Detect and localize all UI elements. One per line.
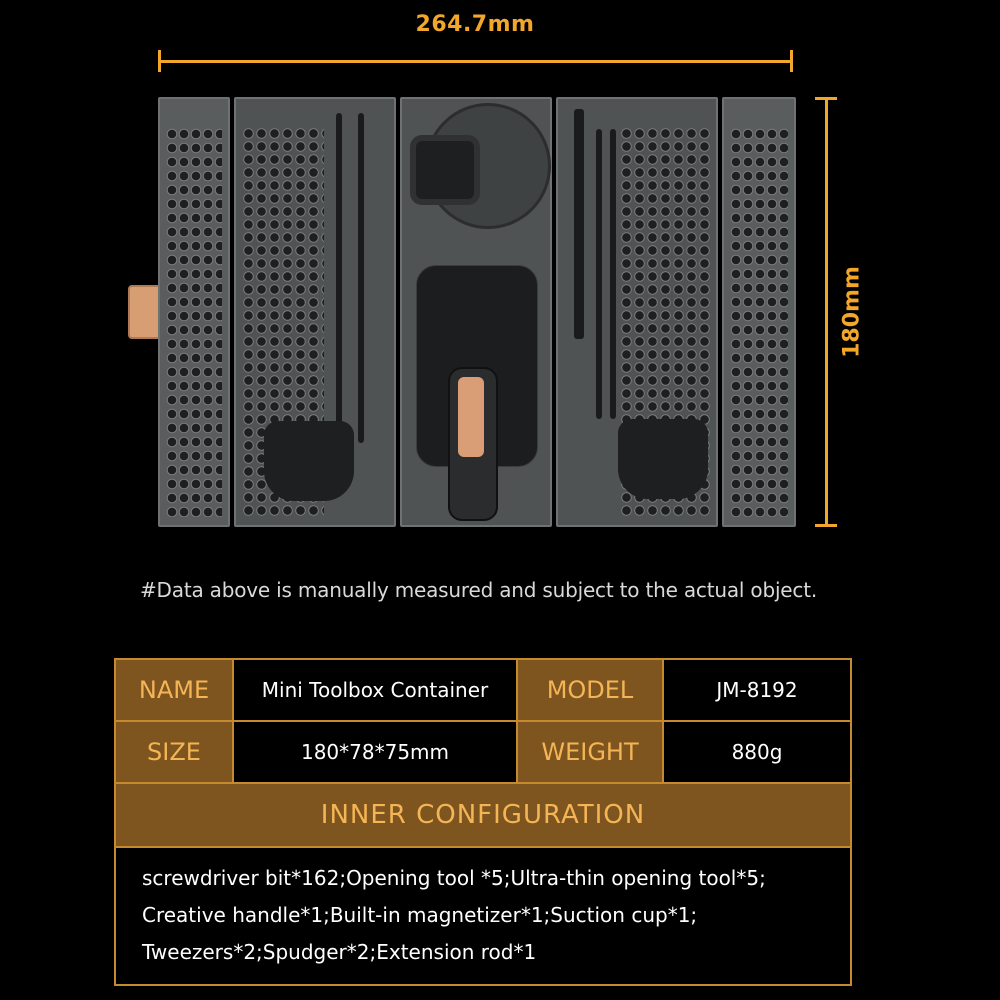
config-text: screwdriver bit*162;Opening tool *5;Ultr… [142, 860, 830, 971]
weight-value: 880g [664, 722, 850, 784]
name-value: Mini Toolbox Container [234, 660, 518, 722]
config-line: Tweezers*2;Spudger*2;Extension rod*1 [142, 940, 537, 964]
name-label: NAME [116, 660, 234, 722]
model-value: JM-8192 [664, 660, 850, 722]
width-dimension-cap-right [790, 50, 793, 72]
spec-row-size-weight: SIZE 180*78*75mm WEIGHT 880g [116, 722, 850, 784]
width-dimension-cap-left [158, 50, 161, 72]
config-line: Creative handle*1;Built-in magnetizer*1;… [142, 903, 698, 927]
panel-right-inner [556, 97, 718, 527]
opening-pick [264, 421, 354, 501]
spudger [610, 129, 616, 419]
spec-row-name-model: NAME Mini Toolbox Container MODEL JM-819… [116, 660, 850, 722]
panel-left-inner [234, 97, 396, 527]
height-dimension-cap-top [815, 97, 837, 100]
spec-row-config-header: INNER CONFIGURATION [116, 784, 850, 848]
tweezers-arm [336, 113, 342, 443]
height-dimension-line [825, 97, 828, 527]
bit-grid [730, 127, 788, 517]
height-dimension-label: 180mm [839, 266, 865, 358]
opener-pick [618, 419, 708, 499]
height-dimension-cap-bottom [815, 524, 837, 527]
weight-label: WEIGHT [518, 722, 664, 784]
spudger [596, 129, 602, 419]
config-line: screwdriver bit*162;Opening tool *5;Ultr… [142, 866, 766, 890]
model-label: MODEL [518, 660, 664, 722]
width-dimension-line [158, 60, 793, 63]
bit-grid [166, 127, 222, 517]
config-header: INNER CONFIGURATION [116, 784, 850, 848]
tweezers-arm [358, 113, 364, 443]
suction-cup [410, 135, 480, 205]
size-label: SIZE [116, 722, 234, 784]
spec-table: NAME Mini Toolbox Container MODEL JM-819… [114, 658, 852, 986]
panel-left-outer [158, 97, 230, 527]
handle-grip [458, 377, 484, 457]
extension-rod [574, 109, 584, 339]
measurement-note: #Data above is manually measured and sub… [140, 578, 817, 602]
size-value: 180*78*75mm [234, 722, 518, 784]
width-dimension-label: 264.7mm [415, 12, 535, 37]
toolbox-illustration [128, 97, 796, 527]
panel-right-outer [722, 97, 796, 527]
hinge-clasp [128, 285, 162, 339]
